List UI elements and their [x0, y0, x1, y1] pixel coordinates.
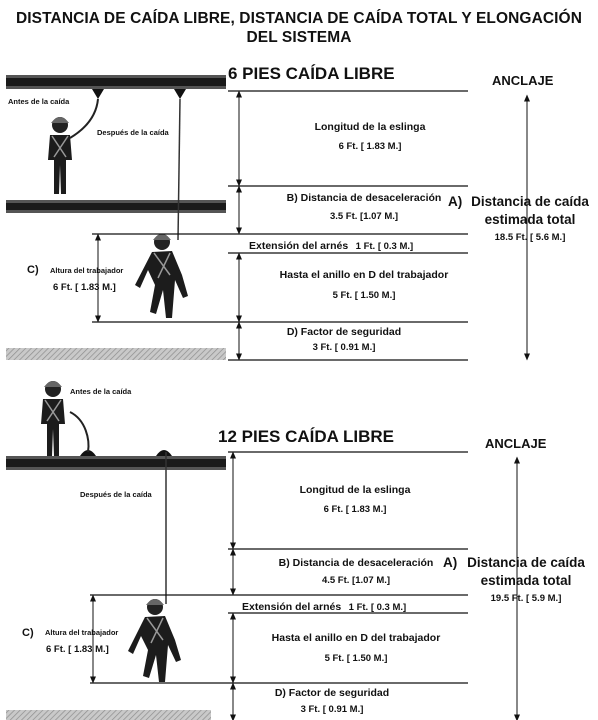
- anchor-hook: [174, 89, 186, 99]
- deceleration-label: B) Distancia de desaceleración: [286, 192, 442, 204]
- before-fall-label: Antes de la caída: [8, 97, 70, 106]
- worker-height-label: Altura del trabajador: [50, 266, 124, 275]
- harness-extension-value: 1 Ft. [ 0.3 M.]: [348, 602, 407, 613]
- worker-fallen-icon: [135, 234, 188, 318]
- harness-extension-label: Extensión del arnés: [242, 601, 342, 613]
- deceleration-value: 4.5 Ft. [1.07 M.]: [321, 575, 391, 586]
- total-distance-label-2: estimada total: [480, 573, 572, 588]
- before-fall-label: Antes de la caída: [70, 387, 132, 396]
- worker-height-value: 6 Ft. [ 1.83 M.]: [46, 644, 109, 655]
- section-2-heading: 12 PIES CAÍDA LIBRE: [218, 427, 395, 446]
- title-line-1: DISTANCIA DE CAÍDA LIBRE, DISTANCIA DE C…: [15, 10, 583, 27]
- total-distance-a: A): [448, 194, 463, 209]
- worker-height-c: C): [22, 627, 34, 639]
- worker-fallen-icon: [128, 599, 181, 682]
- anchor-hook: [156, 450, 172, 456]
- safety-factor-label: D) Factor de seguridad: [286, 326, 402, 338]
- lower-beam: [6, 200, 226, 213]
- diagram-title: DISTANCIA DE CAÍDA LIBRE, DISTANCIA DE C…: [0, 9, 598, 47]
- ground: [6, 348, 226, 360]
- anchor-hook: [80, 450, 96, 456]
- harness-extension: Extensión del arnés 1 Ft. [ 0.3 M.]: [242, 597, 406, 615]
- total-distance-label-1: Distancia de caída: [467, 555, 585, 570]
- ground: [6, 710, 211, 720]
- d-ring-label: Hasta el anillo en D del trabajador: [279, 269, 449, 281]
- deceleration-value: 3.5 Ft. [1.07 M.]: [329, 211, 399, 222]
- d-ring-value: 5 Ft. [ 1.50 M.]: [332, 290, 396, 301]
- lanyard-before: [69, 411, 90, 453]
- harness-extension-value: 1 Ft. [ 0.3 M.]: [355, 241, 414, 252]
- after-fall-label: Después de la caída: [80, 490, 152, 499]
- section-2-graphics: [6, 381, 520, 720]
- lanyard-before: [69, 98, 99, 139]
- section-1-graphics: [6, 75, 530, 361]
- lanyard-after: [177, 98, 181, 241]
- anchor-hook: [92, 89, 104, 99]
- safety-factor-value: 3 Ft. [ 0.91 M.]: [312, 342, 376, 353]
- harness-extension: Extensión del arnés 1 Ft. [ 0.3 M.]: [249, 236, 413, 254]
- total-distance-value: 18.5 Ft. [ 5.6 M.]: [494, 232, 566, 243]
- total-distance-a: A): [443, 555, 458, 570]
- anchor-label: ANCLAJE: [485, 436, 547, 451]
- deceleration-label: B) Distancia de desaceleración: [278, 557, 434, 569]
- d-ring-value: 5 Ft. [ 1.50 M.]: [324, 653, 388, 664]
- top-beam: [6, 75, 226, 89]
- total-distance-label-1: Distancia de caída: [471, 194, 589, 209]
- total-distance-label-2: estimada total: [484, 212, 576, 227]
- safety-factor-value: 3 Ft. [ 0.91 M.]: [300, 704, 364, 715]
- top-beam: [6, 456, 226, 470]
- harness-extension-label: Extensión del arnés: [249, 240, 349, 252]
- section-1-heading: 6 PIES CAÍDA LIBRE: [228, 64, 395, 83]
- lanyard-length-value: 6 Ft. [ 1.83 M.]: [338, 141, 402, 152]
- worker-standing-icon: [41, 381, 65, 456]
- worker-height-value: 6 Ft. [ 1.83 M.]: [53, 282, 116, 293]
- total-distance-value: 19.5 Ft. [ 5.9 M.]: [490, 593, 562, 604]
- worker-height-label: Altura del trabajador: [45, 628, 119, 637]
- d-ring-label: Hasta el anillo en D del trabajador: [271, 632, 441, 644]
- lanyard-length-value: 6 Ft. [ 1.83 M.]: [323, 504, 387, 515]
- title-line-2: DEL SISTEMA: [246, 29, 352, 46]
- lanyard-length-label: Longitud de la eslinga: [314, 121, 426, 133]
- anchor-label: ANCLAJE: [492, 73, 554, 88]
- worker-standing-icon: [48, 117, 72, 194]
- safety-factor-label: D) Factor de seguridad: [274, 687, 390, 699]
- worker-height-c: C): [27, 264, 39, 276]
- after-fall-label: Después de la caída: [97, 128, 169, 137]
- lanyard-length-label: Longitud de la eslinga: [299, 484, 411, 496]
